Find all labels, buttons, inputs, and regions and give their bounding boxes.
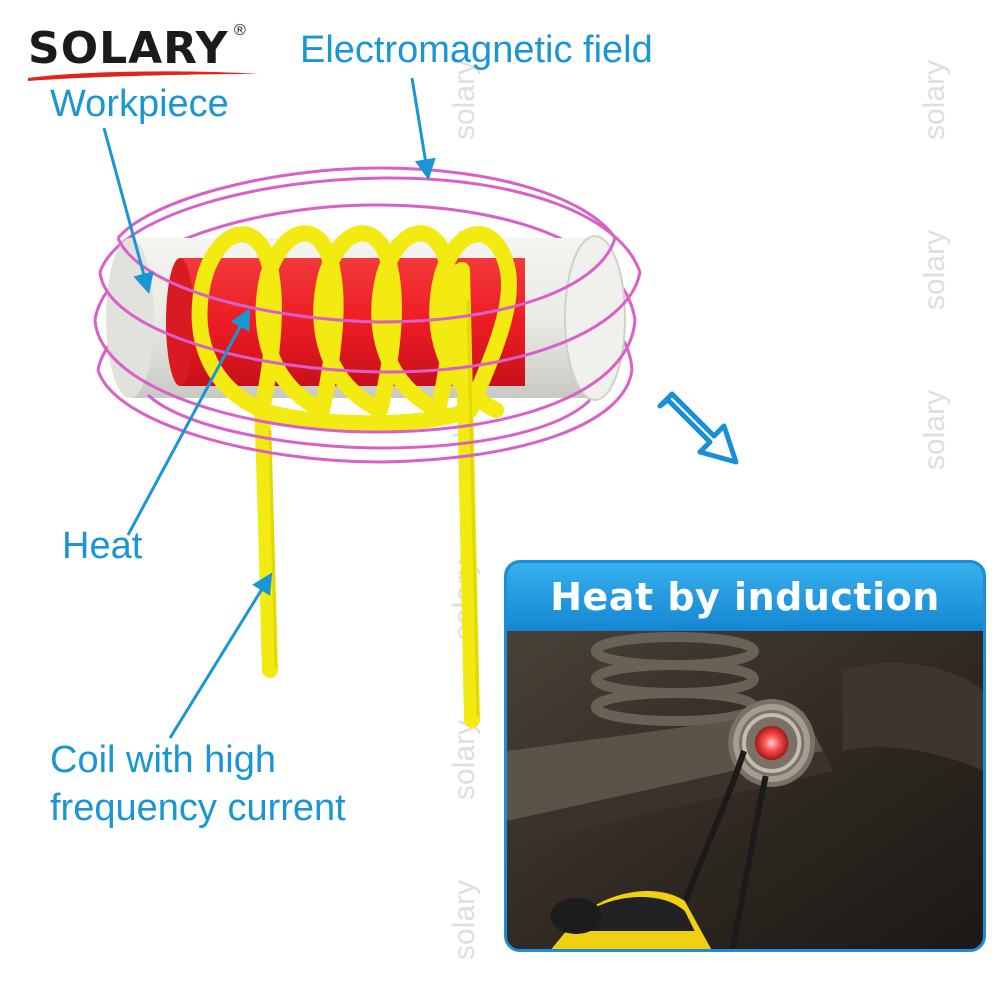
coil-pointer-arrow (168, 572, 273, 739)
heater-tool-handle (550, 891, 712, 949)
coil-label-line2: frequency current (50, 787, 346, 829)
induction-photo (507, 631, 983, 949)
coil-label: Coil with high frequency current (50, 736, 346, 832)
glowing-bolt (754, 726, 789, 760)
direction-arrow-icon (657, 391, 739, 465)
workpiece-label: Workpiece (50, 83, 229, 125)
field-pointer-arrow (410, 77, 436, 181)
field-lines-front (93, 237, 642, 464)
heat-pointer-arrow (126, 308, 250, 536)
heat-label: Heat (62, 525, 143, 567)
panel-title: Heat by induction (550, 575, 940, 619)
panel-header: Heat by induction (507, 563, 983, 631)
logo-swoosh-icon (28, 71, 258, 81)
field-label: Electromagnetic field (300, 29, 653, 71)
coil-label-line1: Coil with high (50, 739, 276, 781)
workpiece-pointer-arrow (102, 127, 154, 295)
heat-by-induction-panel: Heat by induction (504, 560, 986, 952)
label-pointer-arrows (102, 77, 436, 739)
registered-mark: ® (234, 22, 246, 39)
logo-text: SOLARY (28, 23, 229, 74)
solary-logo: SOLARY ® (28, 22, 268, 84)
induction-coil (191, 225, 517, 728)
